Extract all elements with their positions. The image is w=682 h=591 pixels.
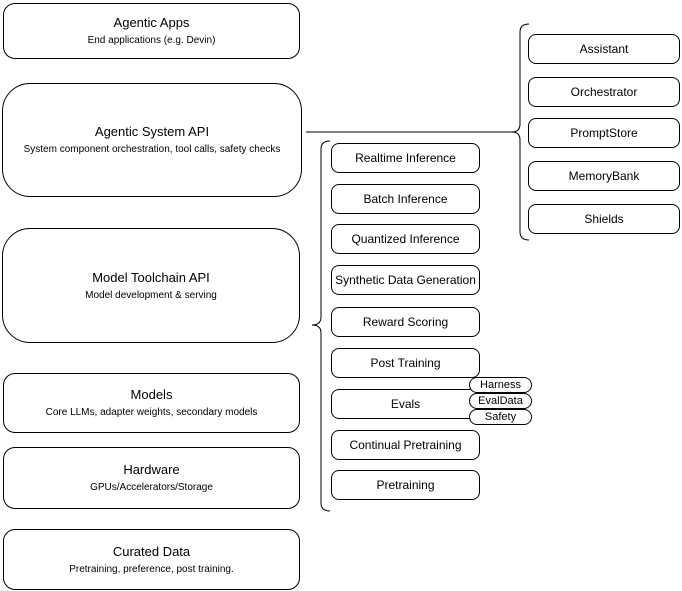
toolchain-item-batch-inference: Batch Inference [331,184,480,214]
node-subtitle: GPUs/Accelerators/Storage [90,482,213,493]
component-assistant: Assistant [528,34,680,64]
node-model-toolchain-api: Model Toolchain API Model development & … [2,228,300,343]
eval-tag-harness: Harness [469,377,532,393]
component-label: MemoryBank [568,169,640,183]
node-subtitle: End applications (e.g. Devin) [87,35,216,46]
toolchain-item-post-training: Post Training [331,348,480,378]
toolchain-item-realtime-inference: Realtime Inference [331,143,480,173]
eval-tag-evaldata: EvalData [469,393,532,409]
component-promptstore: PromptStore [528,118,680,148]
toolchain-item-label: Realtime Inference [355,151,456,165]
node-subtitle: Pretraining, preference, post training. [69,563,234,575]
eval-tag-label: Safety [484,411,517,423]
node-title: Curated Data [112,543,191,559]
node-title: Model Toolchain API [92,269,210,285]
component-shields: Shields [528,204,680,234]
eval-tag-label: EvalData [478,395,523,407]
component-label: Assistant [579,42,629,56]
toolchain-item-label: Post Training [370,356,441,370]
toolchain-item-label: Evals [390,397,421,411]
eval-tag-label: Harness [480,379,521,391]
node-curated-data: Curated Data Pretraining, preference, po… [3,529,300,590]
component-label: Orchestrator [570,85,638,99]
node-title: Models [130,387,173,402]
node-hardware: Hardware GPUs/Accelerators/Storage [3,447,300,509]
node-subtitle: Core LLMs, adapter weights, secondary mo… [45,407,258,418]
toolchain-brace [311,140,331,512]
component-memorybank: MemoryBank [528,161,680,191]
toolchain-item-label: Quantized Inference [351,232,460,246]
node-agentic-apps: Agentic Apps End applications (e.g. Devi… [3,3,300,59]
node-title: Agentic System API [94,124,210,139]
toolchain-item-continual-pretraining: Continual Pretraining [331,430,480,460]
toolchain-item-label: Reward Scoring [362,315,449,329]
node-subtitle: Model development & serving [85,289,217,301]
toolchain-item-label: Batch Inference [363,192,448,206]
node-title: Agentic Apps [113,15,190,30]
toolchain-item-label: Pretraining [376,478,435,492]
toolchain-item-reward-scoring: Reward Scoring [331,307,480,337]
toolchain-item-label: Synthetic Data Generation [335,273,476,287]
toolchain-item-quantized-inference: Quantized Inference [331,224,480,254]
toolchain-item-pretraining: Pretraining [331,470,480,500]
component-label: Shields [584,212,624,226]
node-agentic-system-api: Agentic System API System component orch… [2,83,302,197]
eval-tag-safety: Safety [469,409,532,425]
node-title: Hardware [123,462,180,477]
toolchain-item-evals: Evals [331,389,480,419]
component-label: PromptStore [570,126,638,140]
component-orchestrator: Orchestrator [528,77,680,107]
components-brace [511,23,530,241]
toolchain-item-synthetic-data-generation: Synthetic Data Generation [331,265,480,295]
node-models: Models Core LLMs, adapter weights, secon… [3,373,300,433]
node-subtitle: System component orchestration, tool cal… [23,144,281,155]
toolchain-item-label: Continual Pretraining [349,438,462,452]
